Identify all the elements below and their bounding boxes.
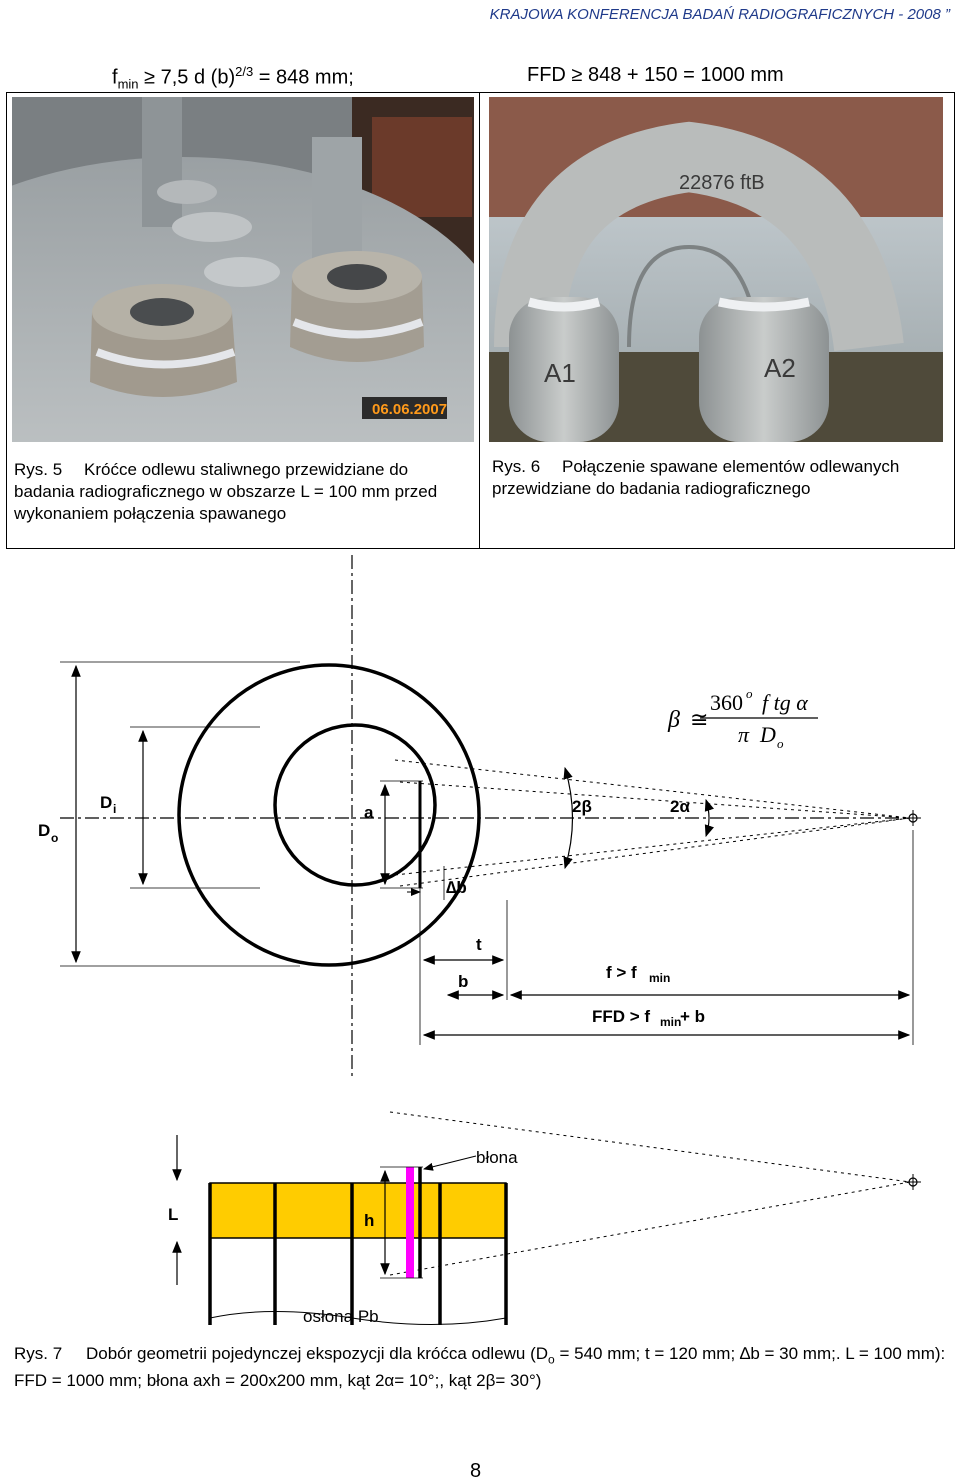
label-ffd-end: + b (680, 1007, 705, 1026)
formula-approx: ≅ (690, 707, 708, 732)
figure-6-panel (479, 92, 955, 549)
label-b: b (458, 972, 468, 991)
formula-beta: β (667, 707, 680, 733)
label-delta-b: ∆b (446, 878, 467, 897)
photo-welded-joint: 22876 ftB A1 A2 (489, 97, 943, 442)
conference-header: KRAJOWA KONFERENCJA BADAŃ RADIOGRAFICZNY… (489, 6, 950, 23)
formula-fmin: fmin ≥ 7,5 d (b)2/3 = 848 mm; (112, 64, 354, 92)
photo-casting-nozzles: 06.06.2007 (12, 97, 474, 442)
label-t: t (476, 935, 482, 954)
label-a: a (364, 803, 374, 822)
formula-ffd: FFD ≥ 848 + 150 = 1000 mm (527, 64, 784, 86)
formula-numerator-rest: f tg α (762, 690, 808, 715)
formula-numerator: 360 (710, 690, 743, 715)
label-f-rel: f > f (606, 963, 637, 982)
label-Do-sub: o (51, 831, 58, 845)
formula-denominator-D: D (759, 722, 776, 747)
page-number: 8 (470, 1460, 482, 1482)
label-h: h (364, 1211, 374, 1230)
formula-denominator-sub: o (777, 736, 784, 751)
label-f-sub: min (649, 971, 670, 985)
label-2beta: 2β (572, 797, 592, 816)
label-Do: D (38, 821, 50, 840)
label-ffd-sub: min (660, 1015, 681, 1029)
label-L: L (168, 1205, 178, 1224)
photo-mark-a2: A2 (764, 353, 796, 383)
label-ffd-rel: FFD > f (592, 1007, 650, 1026)
label-lead-shield: osłona Pb (303, 1307, 379, 1326)
label-2alpha: 2α (670, 797, 690, 816)
formula-pi: π (738, 722, 750, 747)
label-Di: D (100, 793, 112, 812)
label-Di-sub: i (113, 802, 116, 816)
exposure-geometry-diagram: β ≅ 360 o f tg α π D o D o D i a 2β 2α ∆… (38, 555, 921, 1326)
formula-degree: o (746, 686, 753, 701)
photo-mark-a1: A1 (544, 358, 576, 388)
casting-wall (209, 1182, 507, 1239)
label-film: błona (476, 1148, 518, 1167)
photo-date-stamp: 06.06.2007 (372, 401, 447, 418)
photo-mark-serial: 22876 ftB (679, 172, 765, 194)
